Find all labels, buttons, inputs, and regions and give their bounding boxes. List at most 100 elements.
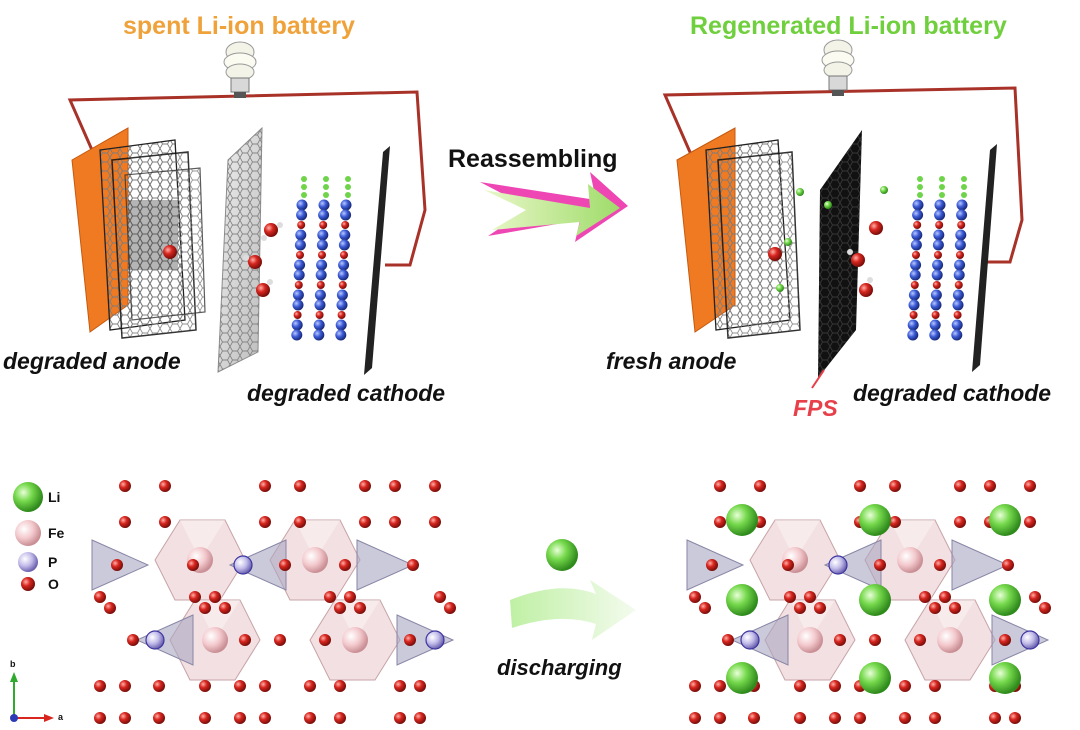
cathode-li-atom bbox=[961, 192, 967, 198]
aluminum-foil-right bbox=[972, 144, 997, 372]
o-atom bbox=[389, 516, 401, 528]
cathode-atom bbox=[956, 199, 968, 211]
o-atom bbox=[748, 712, 760, 724]
o-atom bbox=[319, 634, 331, 646]
cathode-li-atom bbox=[345, 184, 351, 190]
cathode-atom bbox=[909, 311, 918, 319]
cathode-li-atom bbox=[917, 184, 923, 190]
o-atom bbox=[889, 480, 901, 492]
cathode-atom bbox=[319, 221, 328, 229]
ions-near-fps bbox=[776, 186, 888, 297]
o-atom bbox=[444, 602, 456, 614]
o-atom bbox=[274, 634, 286, 646]
o-atom bbox=[209, 591, 221, 603]
cathode-atom bbox=[910, 239, 922, 251]
o-atom bbox=[324, 591, 336, 603]
fe-atom bbox=[897, 547, 923, 573]
spent-battery-panel bbox=[67, 41, 427, 375]
cathode-atom bbox=[292, 289, 304, 301]
o-atom bbox=[414, 680, 426, 692]
cathode-atom bbox=[954, 281, 963, 289]
cathode-atom bbox=[314, 299, 326, 311]
o-atom bbox=[1029, 591, 1041, 603]
o-atom bbox=[234, 712, 246, 724]
legend-li-swatch bbox=[13, 482, 43, 512]
legend-o-swatch bbox=[21, 577, 35, 591]
reassembling-label: Reassembling bbox=[448, 145, 618, 173]
cathode-atom bbox=[292, 299, 304, 311]
fe-atom bbox=[937, 627, 963, 653]
cathode-atom bbox=[336, 289, 348, 301]
cathode-li-atom bbox=[301, 176, 307, 182]
crystal-structure-left bbox=[91, 480, 456, 724]
cathode-atom bbox=[935, 221, 944, 229]
cathode-atom bbox=[335, 319, 347, 331]
cathode-atom bbox=[908, 299, 920, 311]
cathode-li-atom bbox=[345, 176, 351, 182]
cathode-atom bbox=[340, 199, 352, 211]
o-atom bbox=[689, 680, 701, 692]
cathode-atom bbox=[315, 311, 324, 319]
po4-tetrahedron bbox=[135, 614, 194, 666]
o-atom bbox=[104, 602, 116, 614]
cathode-atom bbox=[910, 281, 919, 289]
circuit-wire bbox=[67, 90, 427, 267]
li-atom bbox=[989, 504, 1021, 536]
reassembling-arrow bbox=[480, 172, 628, 242]
o-atom bbox=[939, 591, 951, 603]
cathode-atom bbox=[336, 299, 348, 311]
fe-atom bbox=[342, 627, 368, 653]
o-atom bbox=[689, 712, 701, 724]
o-atom bbox=[434, 591, 446, 603]
o-atom bbox=[429, 516, 441, 528]
o-atom bbox=[187, 559, 199, 571]
crystal-structure-right bbox=[686, 480, 1051, 724]
legend-fe-swatch bbox=[15, 520, 41, 546]
p-atom bbox=[740, 630, 760, 650]
o-atom bbox=[714, 680, 726, 692]
o-atom bbox=[874, 559, 886, 571]
li-atom bbox=[989, 662, 1021, 694]
o-atom bbox=[394, 712, 406, 724]
p-atom bbox=[828, 555, 848, 575]
lithium-ion-icon bbox=[546, 539, 578, 571]
left-panel-title: spent Li-ion battery bbox=[123, 12, 355, 40]
p-atom bbox=[145, 630, 165, 650]
o-atom bbox=[899, 712, 911, 724]
o-atom bbox=[259, 516, 271, 528]
cathode-li-atom bbox=[961, 184, 967, 190]
cathode-atom bbox=[296, 251, 304, 259]
o-atom bbox=[414, 712, 426, 724]
o-atom bbox=[259, 680, 271, 692]
cathode-li-atom bbox=[917, 176, 923, 182]
o-atom bbox=[1039, 602, 1051, 614]
o-atom bbox=[929, 602, 941, 614]
o-atom bbox=[279, 559, 291, 571]
o-atom bbox=[94, 712, 106, 724]
cathode-atom bbox=[954, 239, 966, 251]
aluminum-foil bbox=[364, 146, 390, 375]
cathode-atom bbox=[335, 329, 347, 341]
cathode-atom bbox=[316, 259, 328, 271]
degraded-anode-label: degraded anode bbox=[3, 348, 181, 374]
cathode-atom bbox=[318, 251, 326, 259]
cathode-atom bbox=[337, 269, 349, 281]
cathode-atom bbox=[930, 289, 942, 301]
cathode-atom bbox=[318, 209, 330, 221]
o-atom bbox=[794, 602, 806, 614]
o-atom bbox=[259, 712, 271, 724]
o-atom bbox=[119, 480, 131, 492]
o-atom bbox=[794, 712, 806, 724]
o-atom bbox=[869, 634, 881, 646]
octahedron-facet bbox=[775, 520, 820, 560]
o-atom bbox=[189, 591, 201, 603]
cathode-li-atom bbox=[939, 184, 945, 190]
cathode-li-atom bbox=[961, 176, 967, 182]
o-atom bbox=[954, 516, 966, 528]
o-atom bbox=[239, 634, 251, 646]
p-atom bbox=[233, 555, 253, 575]
o-atom bbox=[934, 559, 946, 571]
cathode-atom bbox=[913, 221, 922, 229]
octahedron-facet bbox=[180, 520, 225, 560]
